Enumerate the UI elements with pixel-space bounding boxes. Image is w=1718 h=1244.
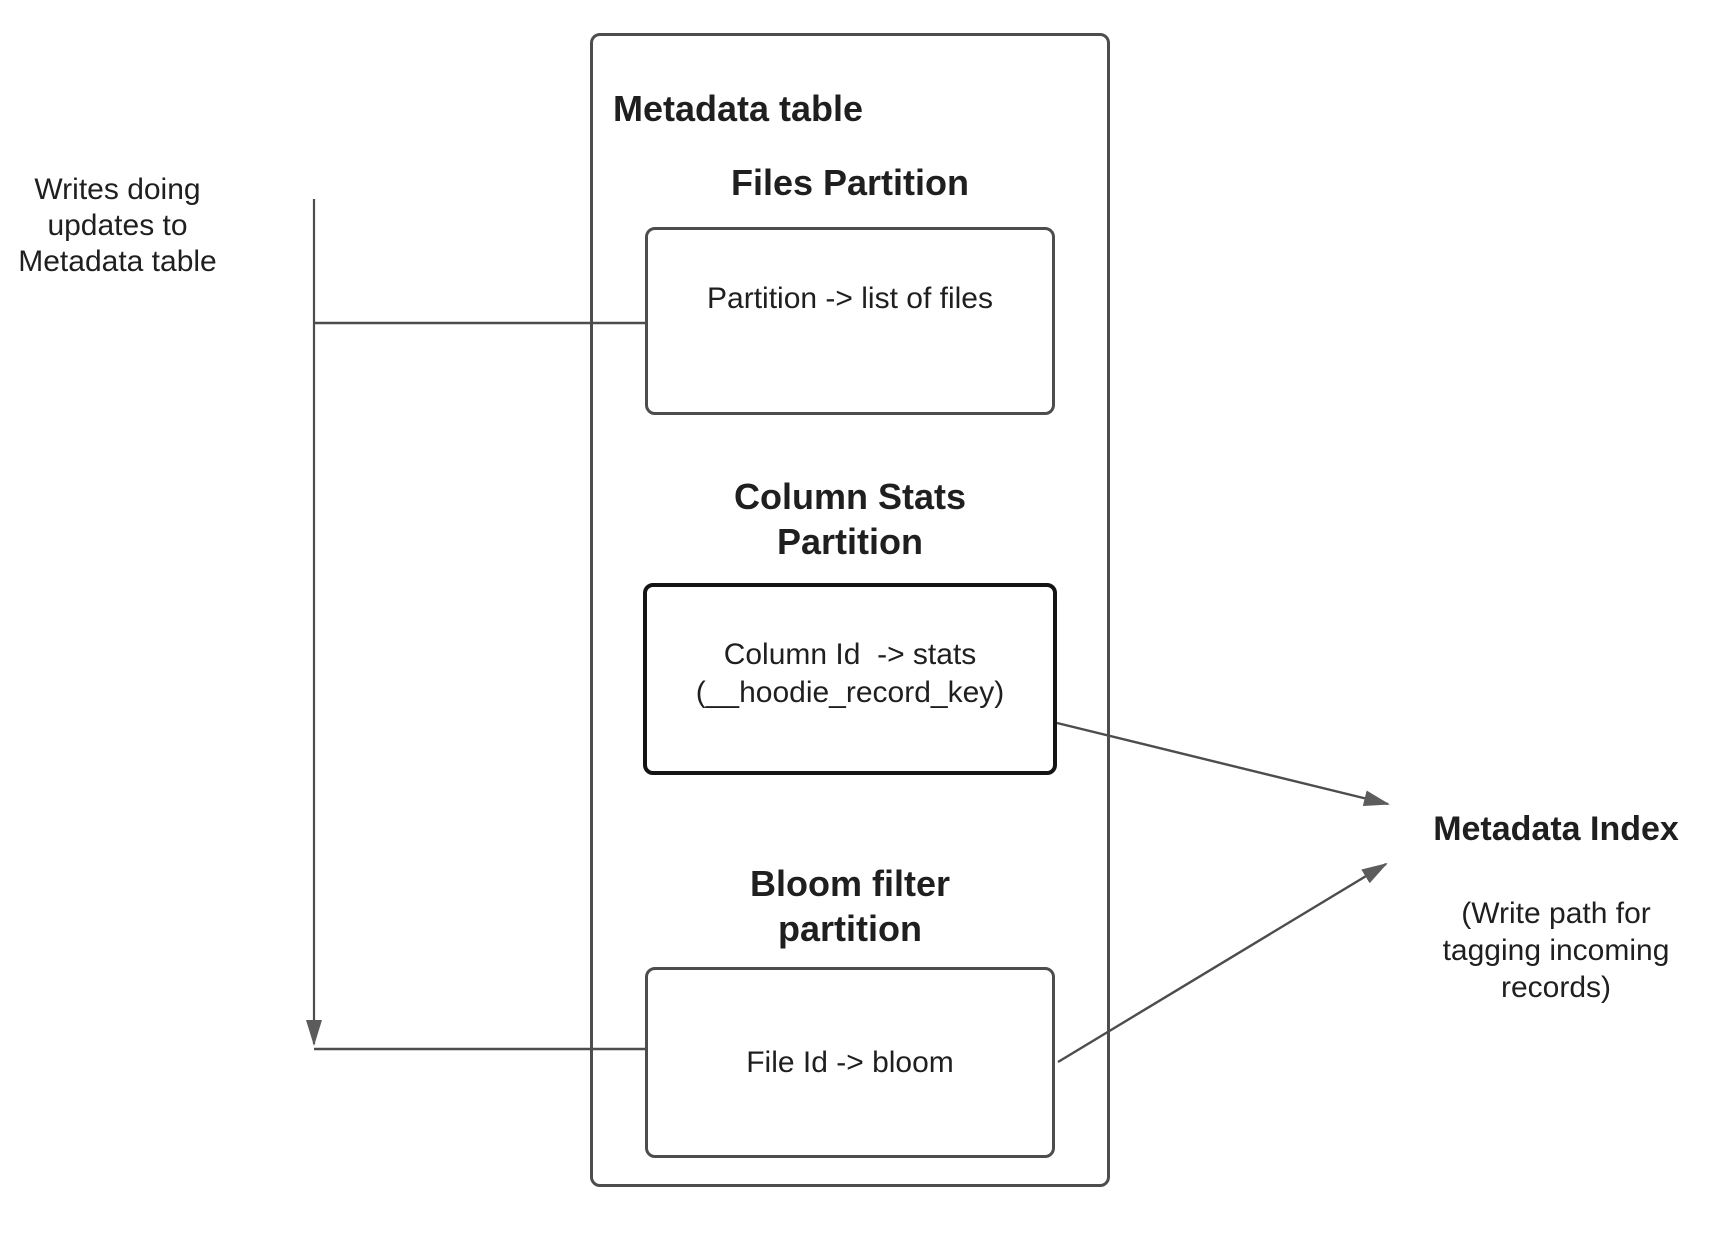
column-stats-body-line1: Column Id -> stats: [723, 638, 977, 671]
column-stats-heading-line2: Partition: [776, 521, 923, 562]
bloom-filter-heading-line2: partition: [778, 908, 922, 949]
column-stats-heading: Column Stats Partition: [645, 474, 1055, 564]
files-partition-heading-text: Files Partition: [730, 162, 970, 203]
writes-note: Writes doing updates to Metadata table: [10, 172, 225, 280]
metadata-index-title: Metadata Index: [1433, 810, 1679, 848]
bloom-filter-box: File Id -> bloom: [645, 967, 1055, 1158]
metadata-index-subtitle-line1: (Write path for: [1461, 897, 1651, 930]
bloom-filter-heading: Bloom filter partition: [645, 861, 1055, 951]
metadata-index-subtitle-line3: records): [1500, 971, 1612, 1004]
writes-note-line2: updates to: [47, 209, 188, 242]
bloom-filter-body: File Id -> bloom: [746, 1045, 954, 1079]
files-partition-body: Partition -> list of files: [707, 282, 993, 315]
metadata-index-subtitle-line2: tagging incoming: [1442, 934, 1670, 967]
metadata-index-subtitle: (Write path for tagging incoming records…: [1391, 895, 1718, 1006]
bloom-filter-heading-line1: Bloom filter: [749, 863, 950, 904]
writes-note-line1: Writes doing: [34, 173, 201, 206]
column-stats-box: Column Id -> stats (__hoodie_record_key): [643, 583, 1057, 775]
column-stats-body-line2: (__hoodie_record_key): [695, 676, 1005, 709]
column-stats-heading-line1: Column Stats: [733, 476, 966, 517]
files-partition-heading: Files Partition: [645, 160, 1055, 205]
writes-note-line3: Metadata table: [18, 245, 217, 278]
metadata-table-box: [590, 33, 1110, 1187]
files-partition-box: Partition -> list of files: [645, 227, 1055, 415]
metadata-table-title: Metadata table: [613, 88, 864, 129]
